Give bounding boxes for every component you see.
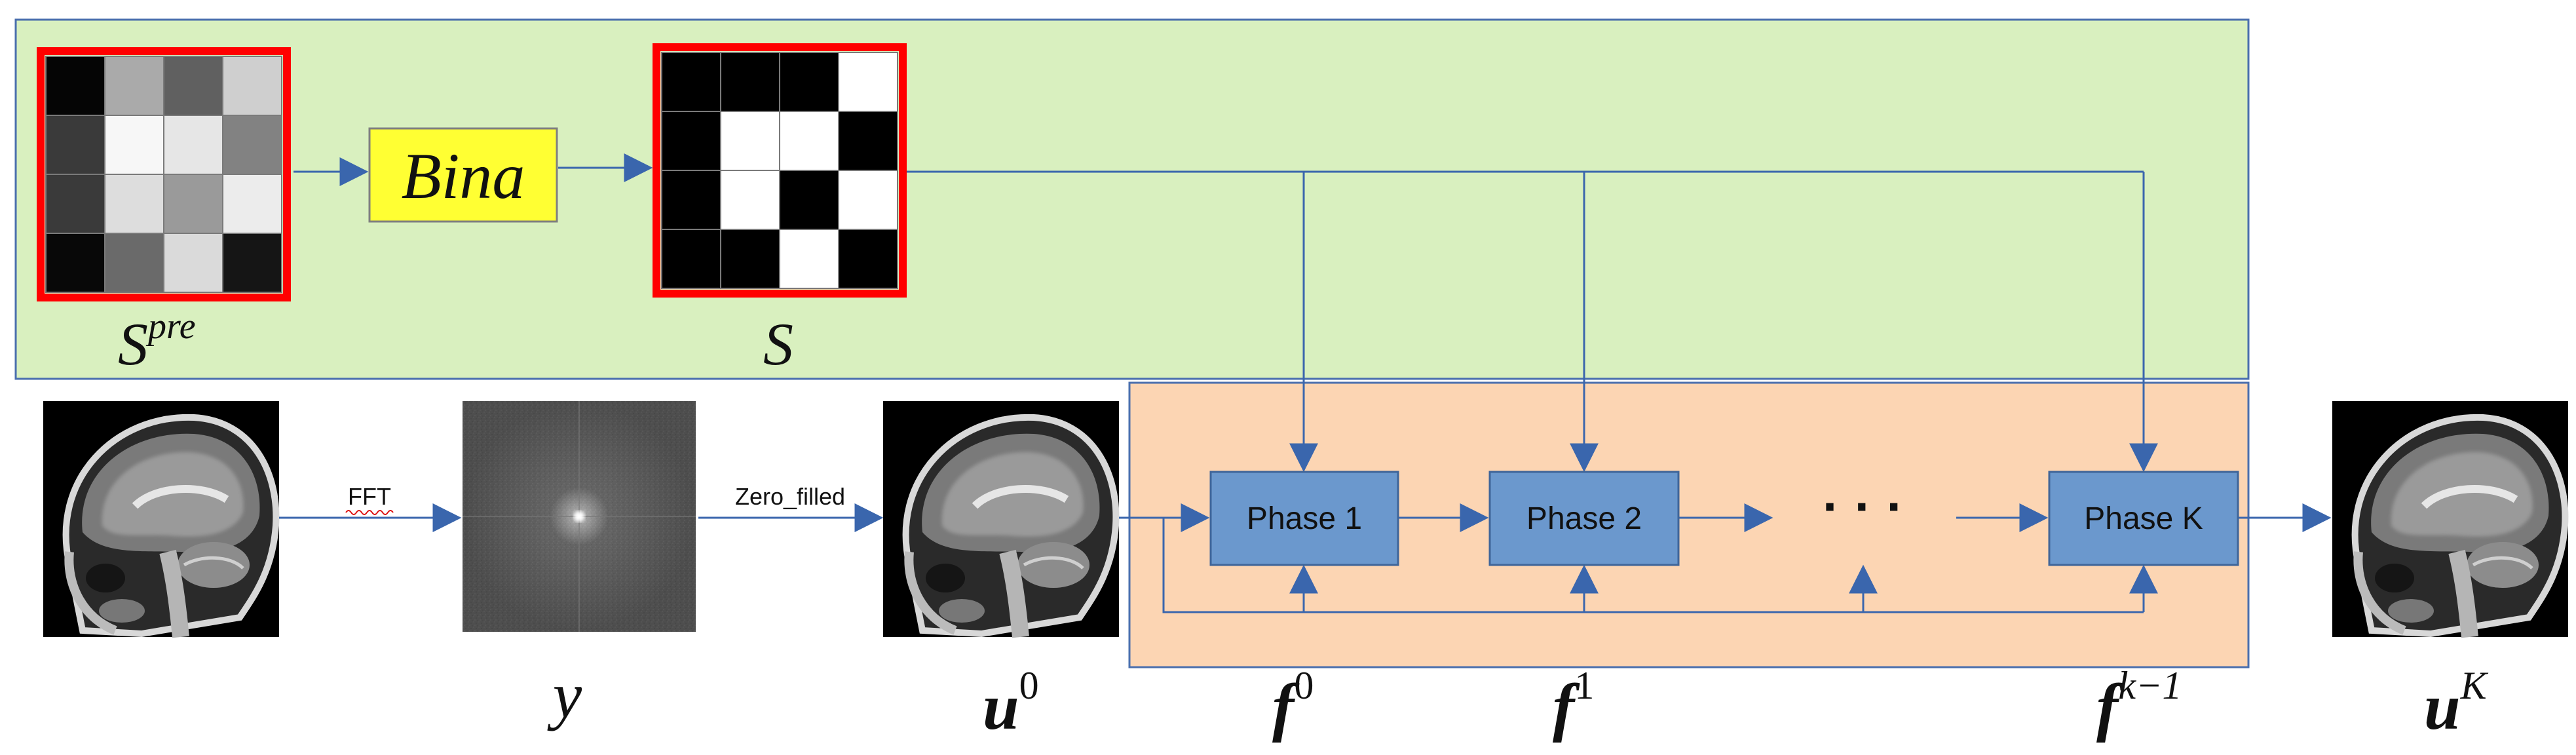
mask-cell — [45, 56, 105, 116]
phase-box-k: Phase K — [2048, 471, 2239, 566]
u0-base: u — [983, 670, 1019, 743]
mask-cell — [163, 174, 223, 234]
mask-cell — [45, 233, 105, 293]
mask-cell — [779, 229, 839, 289]
bina-label: Bina — [402, 140, 525, 212]
phase-box-1: Phase 1 — [1209, 471, 1399, 566]
mask-cell — [720, 111, 780, 171]
mask-cell — [163, 233, 223, 293]
phase-1-label: Phase 1 — [1247, 501, 1362, 536]
mask-cell — [104, 56, 164, 116]
mask-cell — [163, 56, 223, 116]
mask-cell — [838, 229, 898, 289]
f0-sup: 0 — [1294, 664, 1314, 707]
u0-image — [883, 401, 1119, 637]
mask-cell — [661, 229, 721, 289]
mask-cell — [720, 52, 780, 112]
uk-image — [2332, 401, 2568, 637]
mask-cell — [838, 170, 898, 230]
uk-label: uK — [2424, 664, 2489, 743]
f1-label: f1 — [1553, 664, 1594, 743]
mask-cell — [720, 229, 780, 289]
phase-k-label: Phase K — [2084, 501, 2203, 536]
phase-2-label: Phase 2 — [1526, 501, 1642, 536]
mask-cell — [838, 52, 898, 112]
y-label: y — [547, 659, 582, 731]
mask-cell — [222, 115, 282, 175]
u0-label: u0 — [983, 664, 1039, 743]
fft-spellcheck-squiggle — [345, 510, 394, 515]
s-pre-sup: pre — [145, 306, 196, 347]
mask-cell — [661, 111, 721, 171]
mask-cell — [661, 170, 721, 230]
mask-cell — [222, 233, 282, 293]
u0-feedback-bus — [1162, 518, 2144, 613]
mask-cell — [45, 174, 105, 234]
f0-label: f0 — [1272, 664, 1314, 743]
matrix-frame — [37, 47, 291, 301]
mask-cell — [779, 52, 839, 112]
mask-cell — [222, 174, 282, 234]
fk-label: fk−1 — [2096, 664, 2182, 743]
mask-cell — [222, 56, 282, 116]
s-pre-base: S — [118, 311, 148, 378]
zero-filled-label: Zero_filled — [735, 483, 845, 510]
binary-mask-matrix — [653, 43, 907, 298]
s-pre-label: Spre — [118, 306, 196, 378]
mask-cell — [838, 111, 898, 171]
uk-sup: K — [2460, 664, 2489, 707]
mask-cell — [163, 115, 223, 175]
mask-cell — [779, 170, 839, 230]
fft-label: FFT — [348, 483, 391, 510]
phase-ellipsis: · · · — [1823, 477, 1904, 535]
u0-sup: 0 — [1019, 664, 1039, 707]
f1-sup: 1 — [1574, 664, 1594, 707]
matrix-frame — [653, 43, 907, 298]
mask-cell — [104, 174, 164, 234]
mask-cell — [661, 52, 721, 112]
mask-cell — [104, 115, 164, 175]
kspace-image — [463, 401, 696, 632]
bina-box — [368, 127, 558, 223]
mask-cell — [45, 115, 105, 175]
mri-input-image — [43, 401, 279, 637]
mask-cell — [779, 111, 839, 171]
mask-cell — [720, 170, 780, 230]
fk-sup: k−1 — [2118, 664, 2182, 707]
mask-panel — [14, 18, 2250, 380]
s-bin-label: S — [763, 311, 793, 378]
pre-mask-matrix — [37, 47, 291, 301]
phase-box-2: Phase 2 — [1488, 471, 1680, 566]
uk-base: u — [2424, 670, 2461, 743]
mask-cell — [104, 233, 164, 293]
